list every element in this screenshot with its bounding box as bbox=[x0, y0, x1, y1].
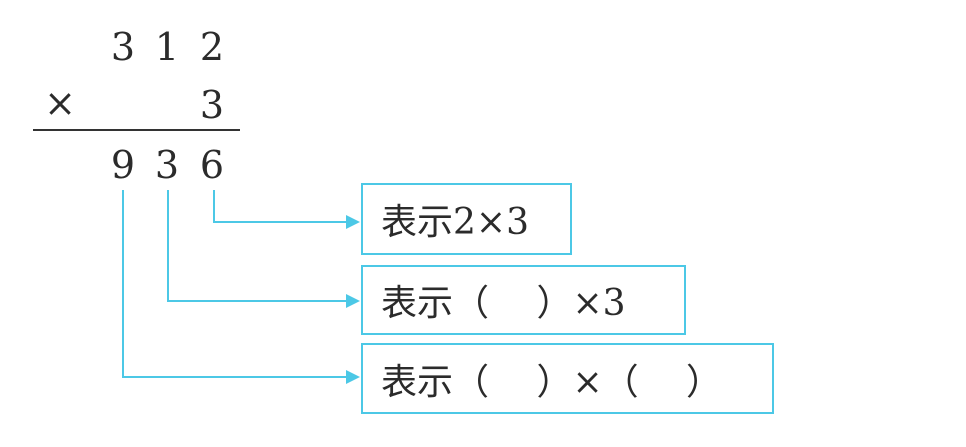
multiplicand-digit-hundreds: 3 bbox=[110, 25, 136, 69]
connector-tens-to-box2 bbox=[167, 190, 346, 302]
product-digit-hundreds: 9 bbox=[110, 143, 136, 187]
annotation-text-hundreds: 表示（ ）×（ ） bbox=[381, 361, 723, 403]
annotation-text-tens: 表示（ ）×3 bbox=[381, 283, 626, 324]
connector-hundreds-to-box3 bbox=[122, 190, 346, 378]
annotation-box-ones: 表示2×3 bbox=[361, 183, 572, 255]
annotation-box-hundreds: 表示（ ）×（ ） bbox=[361, 343, 774, 414]
multiplicand-digit-tens: 1 bbox=[154, 25, 180, 69]
arrowhead-box3 bbox=[346, 370, 360, 384]
annotation-text-ones: 表示2×3 bbox=[381, 202, 529, 243]
annotation-box-tens: 表示（ ）×3 bbox=[361, 265, 686, 335]
arrowhead-box2 bbox=[346, 294, 360, 308]
multiplicand-digit-ones: 2 bbox=[199, 25, 225, 69]
calculation-rule bbox=[33, 129, 240, 131]
connector-ones-to-box1 bbox=[213, 190, 346, 223]
product-digit-tens: 3 bbox=[154, 143, 180, 187]
product-digit-ones: 6 bbox=[199, 143, 225, 187]
multiplier-digit: 3 bbox=[199, 83, 225, 127]
arrowhead-box1 bbox=[346, 215, 360, 229]
multiply-sign: × bbox=[44, 81, 76, 125]
